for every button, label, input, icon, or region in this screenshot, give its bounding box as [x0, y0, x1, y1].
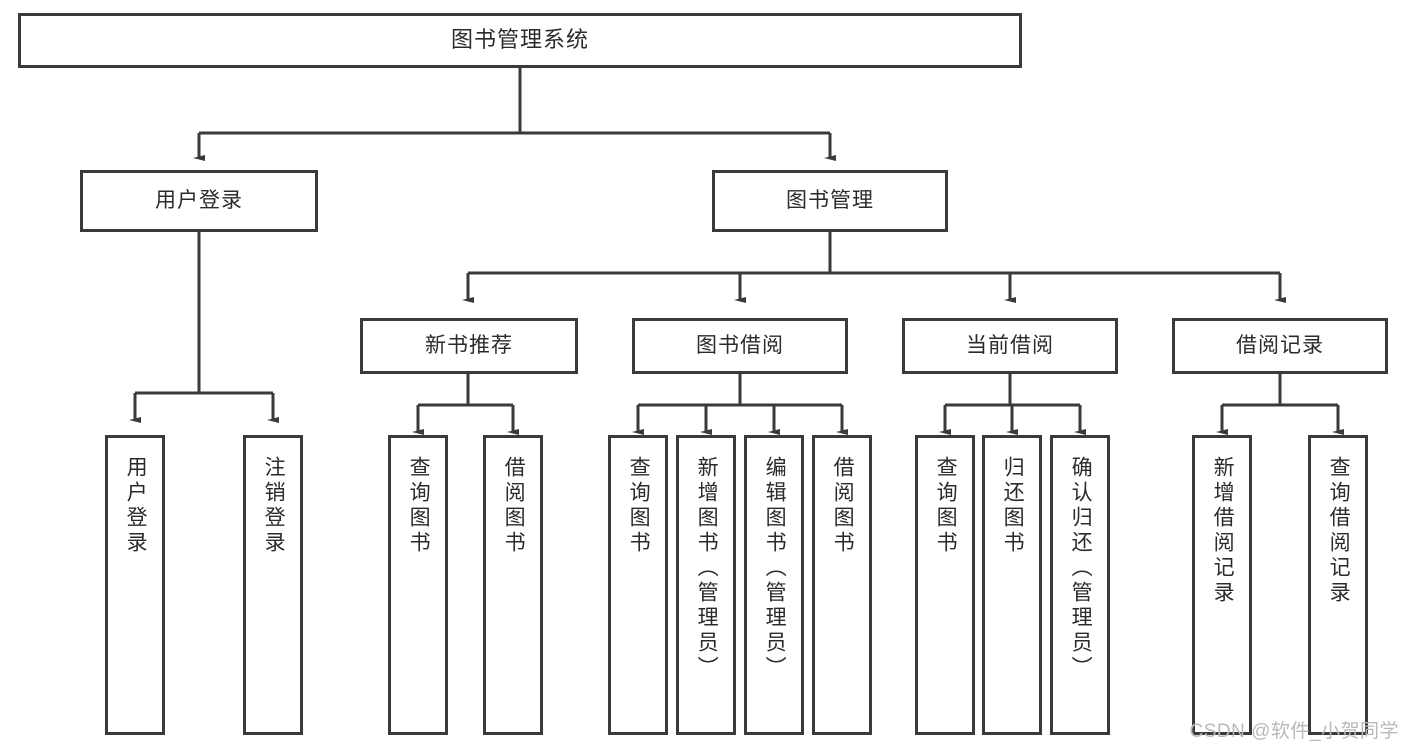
node-root-system[interactable]: 图书管理系统: [18, 13, 1022, 68]
leaf-return-book[interactable]: 归还图书: [982, 435, 1042, 735]
node-label: 新增借阅记录: [1211, 456, 1235, 606]
node-new-book-recommend[interactable]: 新书推荐: [360, 318, 578, 374]
node-label: 查询图书: [407, 456, 431, 556]
node-book-borrow[interactable]: 图书借阅: [632, 318, 848, 374]
leaf-user-login[interactable]: 用户登录: [105, 435, 165, 735]
node-label: 新增图书（管理员）: [695, 456, 719, 681]
node-label: 归还图书: [1001, 456, 1025, 556]
node-label: 图书借阅: [696, 334, 784, 358]
watermark-text: CSDN @软件_小贺同学: [1189, 721, 1399, 742]
leaf-add-borrow-record[interactable]: 新增借阅记录: [1192, 435, 1252, 735]
node-book-management[interactable]: 图书管理: [712, 170, 948, 232]
leaf-query-book-current[interactable]: 查询图书: [915, 435, 975, 735]
node-label: 借阅图书: [831, 456, 855, 556]
node-label: 查询借阅记录: [1327, 456, 1351, 606]
node-label: 确认归还（管理员）: [1069, 456, 1093, 681]
leaf-confirm-return-admin[interactable]: 确认归还（管理员）: [1050, 435, 1110, 735]
node-borrow-record[interactable]: 借阅记录: [1172, 318, 1388, 374]
leaf-query-borrow-record[interactable]: 查询借阅记录: [1308, 435, 1368, 735]
node-label: 查询图书: [934, 456, 958, 556]
node-label: 查询图书: [627, 456, 651, 556]
leaf-query-book-recommend[interactable]: 查询图书: [388, 435, 448, 735]
node-label: 编辑图书（管理员）: [763, 456, 787, 681]
node-user-login[interactable]: 用户登录: [80, 170, 318, 232]
node-label: 用户登录: [155, 189, 243, 213]
node-label: 新书推荐: [425, 334, 513, 358]
node-label: 当前借阅: [966, 334, 1054, 358]
node-label: 用户登录: [124, 456, 148, 556]
leaf-logout[interactable]: 注销登录: [243, 435, 303, 735]
leaf-query-book-borrow[interactable]: 查询图书: [608, 435, 668, 735]
node-label: 图书管理系统: [450, 27, 589, 53]
node-label: 图书管理: [786, 189, 874, 213]
node-label: 注销登录: [262, 456, 286, 556]
leaf-borrow-book-recommend[interactable]: 借阅图书: [483, 435, 543, 735]
node-current-borrow[interactable]: 当前借阅: [902, 318, 1118, 374]
leaf-edit-book-admin[interactable]: 编辑图书（管理员）: [744, 435, 804, 735]
leaf-add-book-admin[interactable]: 新增图书（管理员）: [676, 435, 736, 735]
node-label: 借阅图书: [502, 456, 526, 556]
leaf-borrow-book[interactable]: 借阅图书: [812, 435, 872, 735]
node-label: 借阅记录: [1236, 334, 1324, 358]
